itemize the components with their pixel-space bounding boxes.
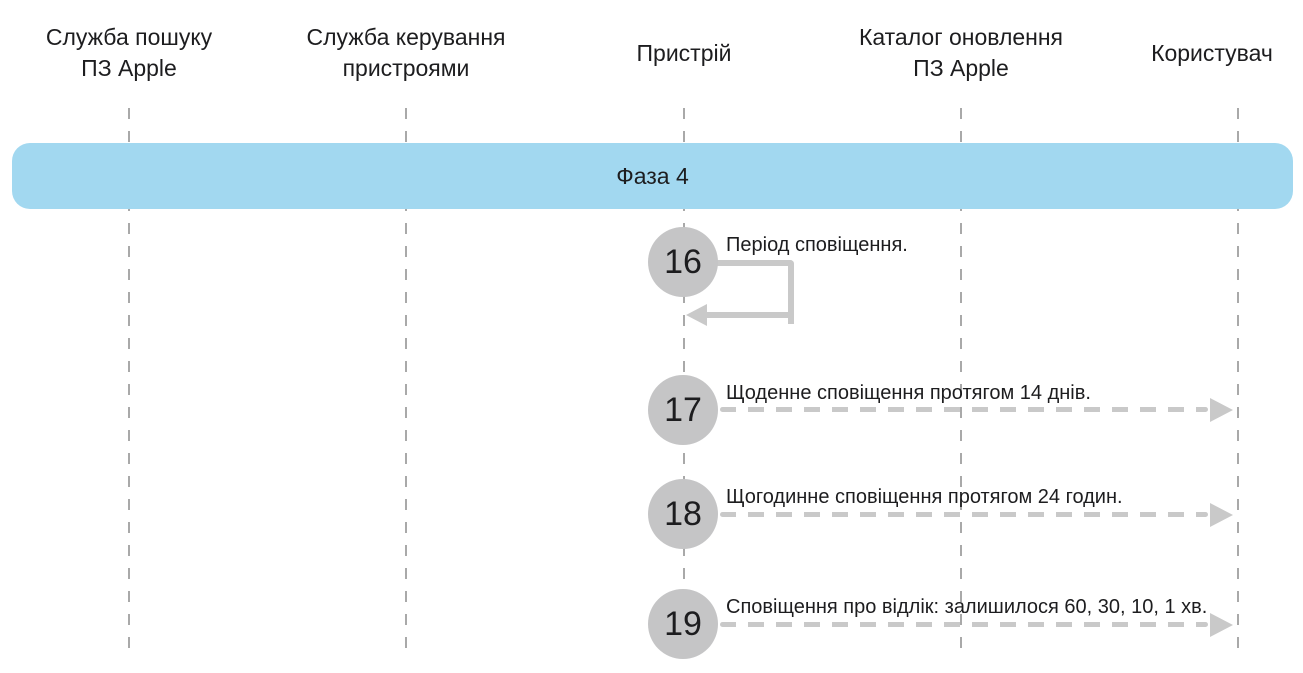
lifeline-software-lookup-service <box>128 108 130 656</box>
lane-header-user: Користувач <box>1151 39 1273 66</box>
step-19-label: Сповіщення про відлік: залишилося 60, 30… <box>726 596 1208 618</box>
step-17-arrowhead-icon <box>1210 398 1233 422</box>
step-16-circle: 16 <box>648 227 718 297</box>
step-19-dashed-arrow <box>720 622 1208 627</box>
step-19-number: 19 <box>664 604 702 643</box>
step-17-number: 17 <box>664 390 702 429</box>
step-16-self-loop-arrow-bottom <box>706 312 788 318</box>
step-17-circle: 17 <box>648 375 718 445</box>
step-18-dashed-arrow <box>720 512 1208 517</box>
phase-banner: Фаза 4 <box>12 143 1293 209</box>
step-17-label: Щоденне сповіщення протягом 14 днів. <box>726 382 1091 404</box>
phase-banner-label: Фаза 4 <box>616 162 689 189</box>
step-17-dashed-arrow <box>720 407 1208 412</box>
step-18-arrowhead-icon <box>1210 503 1233 527</box>
lifeline-device-management-service <box>405 108 407 656</box>
step-19-circle: 19 <box>648 589 718 659</box>
lane-header-device-management-service: Служба керування пристроями <box>306 24 506 81</box>
step-18-circle: 18 <box>648 479 718 549</box>
step-18-label: Щогодинне сповіщення протягом 24 годин. <box>726 486 1123 508</box>
step-16-self-loop-arrow <box>716 260 794 324</box>
step-16-arrowhead-icon <box>686 304 707 326</box>
step-18-number: 18 <box>664 494 702 533</box>
step-16-label: Період сповіщення. <box>726 234 908 256</box>
lane-header-software-lookup-service: Служба пошуку ПЗ Apple <box>45 24 213 81</box>
lifeline-software-update-catalog <box>960 108 962 656</box>
lane-header-software-update-catalog: Каталог оновлення ПЗ Apple <box>858 24 1064 81</box>
lifeline-user <box>1237 108 1239 656</box>
lane-header-device: Пристрій <box>636 39 732 66</box>
step-16-number: 16 <box>664 242 702 281</box>
step-19-arrowhead-icon <box>1210 613 1233 637</box>
